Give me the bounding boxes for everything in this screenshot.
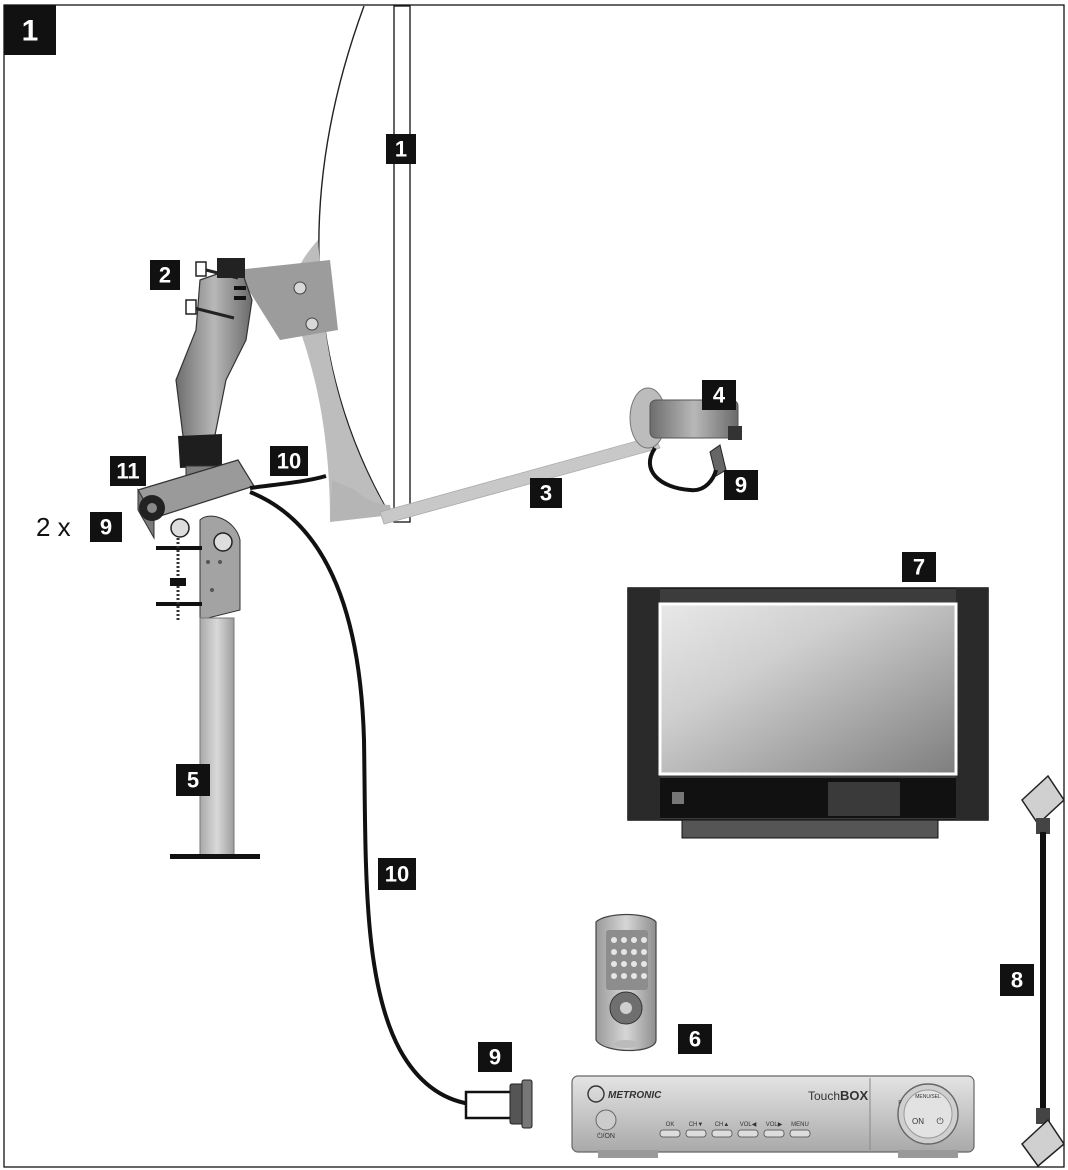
receiver-model-suffix: BOX	[840, 1088, 869, 1103]
label-lnb: 4	[702, 380, 736, 410]
svg-text:6: 6	[689, 1027, 701, 1052]
receiver-button	[659, 1129, 681, 1138]
receiver-button-label: MENU	[791, 1122, 809, 1128]
svg-text:9: 9	[100, 515, 112, 540]
receiver-button-label: VOL▶	[766, 1122, 783, 1128]
lnb	[629, 387, 742, 477]
label-cable-short: 10	[270, 446, 308, 476]
receiver-model-prefix: Touch	[808, 1089, 840, 1103]
label-connector-receiver: 9	[478, 1042, 512, 1072]
label-cable-long: 10	[378, 858, 416, 890]
receiver-power-label: ⏻/ON	[597, 1132, 615, 1140]
svg-text:3: 3	[540, 481, 552, 506]
receiver-knob-right: ⏻	[936, 1116, 943, 1126]
figure-number: 1	[22, 15, 39, 48]
svg-text:10: 10	[277, 449, 301, 474]
cable-short	[249, 474, 327, 490]
svg-text:2: 2	[159, 263, 171, 288]
lnb-cable-loop	[648, 446, 718, 493]
lnb-arm	[379, 435, 661, 525]
dish-bracket	[175, 258, 253, 485]
cable-long	[249, 490, 471, 1106]
label-connector-pair: 9	[90, 512, 122, 542]
scart-cable	[1021, 774, 1065, 1168]
receiver-knob-left: ON	[912, 1117, 924, 1126]
receiver-button	[685, 1129, 707, 1138]
label-connector-lnb: 9	[724, 470, 758, 500]
receiver-button	[763, 1129, 785, 1138]
receiver-brand: METRONIC	[608, 1090, 662, 1101]
label-bracket: 2	[150, 260, 180, 290]
connector-pair-prefix: 2 x	[36, 512, 71, 542]
receiver-button-label: VOL◀	[740, 1122, 757, 1128]
receiver-button-label: CH▲	[715, 1122, 730, 1128]
elevation-plate	[156, 515, 241, 621]
dish-pole	[393, 5, 411, 523]
svg-text:4: 4	[713, 383, 726, 408]
receiver-button-label: CH▼	[689, 1122, 704, 1128]
svg-text:8: 8	[1011, 968, 1023, 993]
label-clamp: 11	[110, 456, 146, 486]
svg-text:10: 10	[385, 862, 409, 887]
label-scart: 8	[1000, 964, 1034, 996]
label-arm: 3	[530, 478, 562, 508]
figure-frame	[3, 4, 1065, 1168]
receiver-button-label: OK	[666, 1122, 675, 1128]
svg-text:1: 1	[395, 137, 407, 162]
svg-text:9: 9	[735, 473, 747, 498]
receiver-knob-top: MENU/SEL	[915, 1094, 941, 1100]
remote-control	[595, 913, 657, 1052]
label-mast: 5	[176, 764, 210, 796]
svg-text:11: 11	[116, 459, 139, 484]
mast	[170, 617, 260, 859]
receiver-buttons: OK CH▼ CH▲ VOL◀ VOL▶ MENU	[659, 1122, 811, 1138]
label-tv: 7	[902, 552, 936, 582]
receiver-knob-side: P	[898, 1100, 902, 1106]
label-remote-box: 6	[678, 1024, 712, 1054]
svg-text:9: 9	[489, 1045, 501, 1070]
receiver: METRONIC TouchBOX ⏻/ON OK CH▼ CH▲ VOL◀ V…	[571, 1075, 975, 1158]
svg-text:5: 5	[187, 768, 199, 793]
receiver-button	[789, 1129, 811, 1138]
clamp-block	[137, 459, 255, 540]
svg-text:TouchBOX: TouchBOX	[808, 1088, 869, 1103]
receiver-button	[737, 1129, 759, 1138]
television	[627, 587, 989, 839]
figure-number-tag: 1	[4, 5, 56, 55]
svg-text:7: 7	[913, 555, 925, 580]
label-dish: 1	[386, 134, 416, 164]
receiver-button	[711, 1129, 733, 1138]
dish-reflector	[236, 5, 392, 522]
f-connector-receiver	[464, 1079, 533, 1129]
